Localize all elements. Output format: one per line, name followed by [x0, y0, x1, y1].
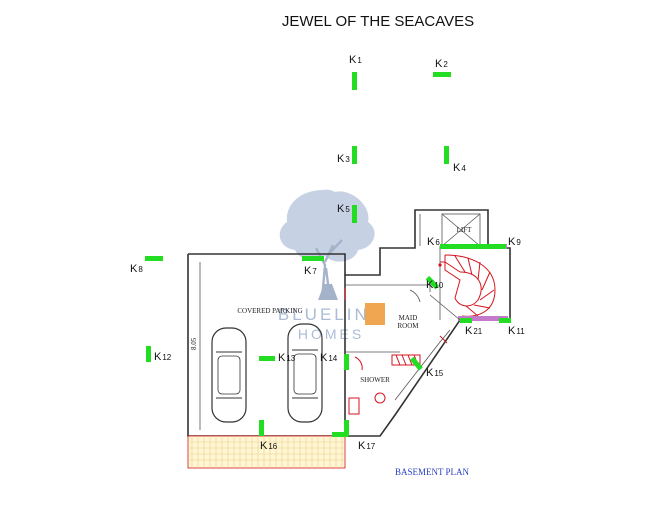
marker-k3-label: K3: [337, 153, 350, 165]
marker-k4-bar[interactable]: [444, 146, 449, 164]
marker-k13-label: K13: [278, 352, 296, 364]
basement-plan-caption: BASEMENT PLAN: [395, 467, 470, 477]
sink-fixture: [348, 397, 360, 415]
marker-k12-bar[interactable]: [146, 346, 151, 362]
parked-car-left: [211, 327, 247, 423]
markers: K1 K2 K3 K4 K5 K6 K7 K8 K9 K10 K21 K11: [130, 54, 525, 452]
marker-k2-label: K2: [435, 58, 448, 70]
marker-k16-bar[interactable]: [259, 420, 264, 436]
marker-k1-label: K1: [349, 54, 362, 66]
marker-k15-bar[interactable]: [409, 356, 423, 371]
dimension-label: 8.05: [190, 337, 198, 350]
marker-k8-label: K8: [130, 263, 143, 275]
marker-k13-bar[interactable]: [259, 356, 275, 361]
marker-k9-bar[interactable]: [488, 244, 506, 249]
marker-k8-bar[interactable]: [145, 256, 163, 261]
marker-k16-label: K16: [260, 440, 278, 452]
blueline-homes-watermark: BLUELINE HOMES: [278, 189, 384, 342]
stair-edge-bottom: [458, 316, 508, 321]
shower-label: SHOWER: [360, 376, 390, 384]
tree-logo-icon: [279, 189, 375, 301]
wc-fixture: [374, 392, 386, 404]
marker-k11-label: K11: [508, 325, 525, 337]
marker-k10-label: K10: [426, 279, 444, 291]
watermark-subtitle: HOMES: [298, 326, 364, 342]
marker-k21-label: K21: [465, 325, 483, 337]
maid-room-furniture: [365, 303, 385, 325]
marker-k3-bar[interactable]: [352, 146, 357, 164]
marker-k6-label: K6: [427, 236, 440, 248]
marker-k5-bar[interactable]: [352, 205, 357, 223]
marker-k11-bar[interactable]: [499, 318, 511, 323]
marker-k9-label: K9: [508, 236, 521, 248]
marker-k7-bar[interactable]: [302, 256, 324, 261]
marker-k17-label: K17: [358, 440, 376, 452]
spiral-staircase: [444, 254, 496, 317]
maid-room-label-line1: MAID: [399, 314, 418, 322]
covered-parking-label: COVERED PARKING: [237, 307, 302, 315]
marker-k21-bar[interactable]: [460, 318, 472, 323]
plan-title: JEWEL OF THE SEACAVES: [282, 13, 474, 30]
marker-k6-bar[interactable]: [440, 244, 488, 249]
marker-k17-bar[interactable]: [332, 432, 348, 437]
marker-k1-bar[interactable]: [352, 72, 357, 90]
marker-k17-bar-vertical[interactable]: [344, 420, 349, 436]
watermark-brand: BLUELINE: [278, 305, 384, 324]
maid-room-label-line2: ROOM: [397, 322, 419, 330]
parked-car-right: [287, 323, 323, 423]
marker-k10-bar[interactable]: [425, 275, 440, 290]
lift-label: LIFT: [457, 226, 473, 234]
marker-k2-bar[interactable]: [433, 72, 451, 77]
marker-k14-label: K14: [320, 352, 338, 364]
marker-k5-label: K5: [337, 203, 350, 215]
marker-k4-label: K4: [453, 162, 466, 174]
marker-k14-bar[interactable]: [344, 354, 349, 370]
marker-k12-label: K12: [154, 351, 172, 363]
marker-k15-label: K15: [426, 367, 444, 379]
dimension-line: 8.05: [190, 262, 201, 430]
entrance-ramp: [187, 435, 346, 469]
marker-k7-label: K7: [304, 265, 317, 277]
